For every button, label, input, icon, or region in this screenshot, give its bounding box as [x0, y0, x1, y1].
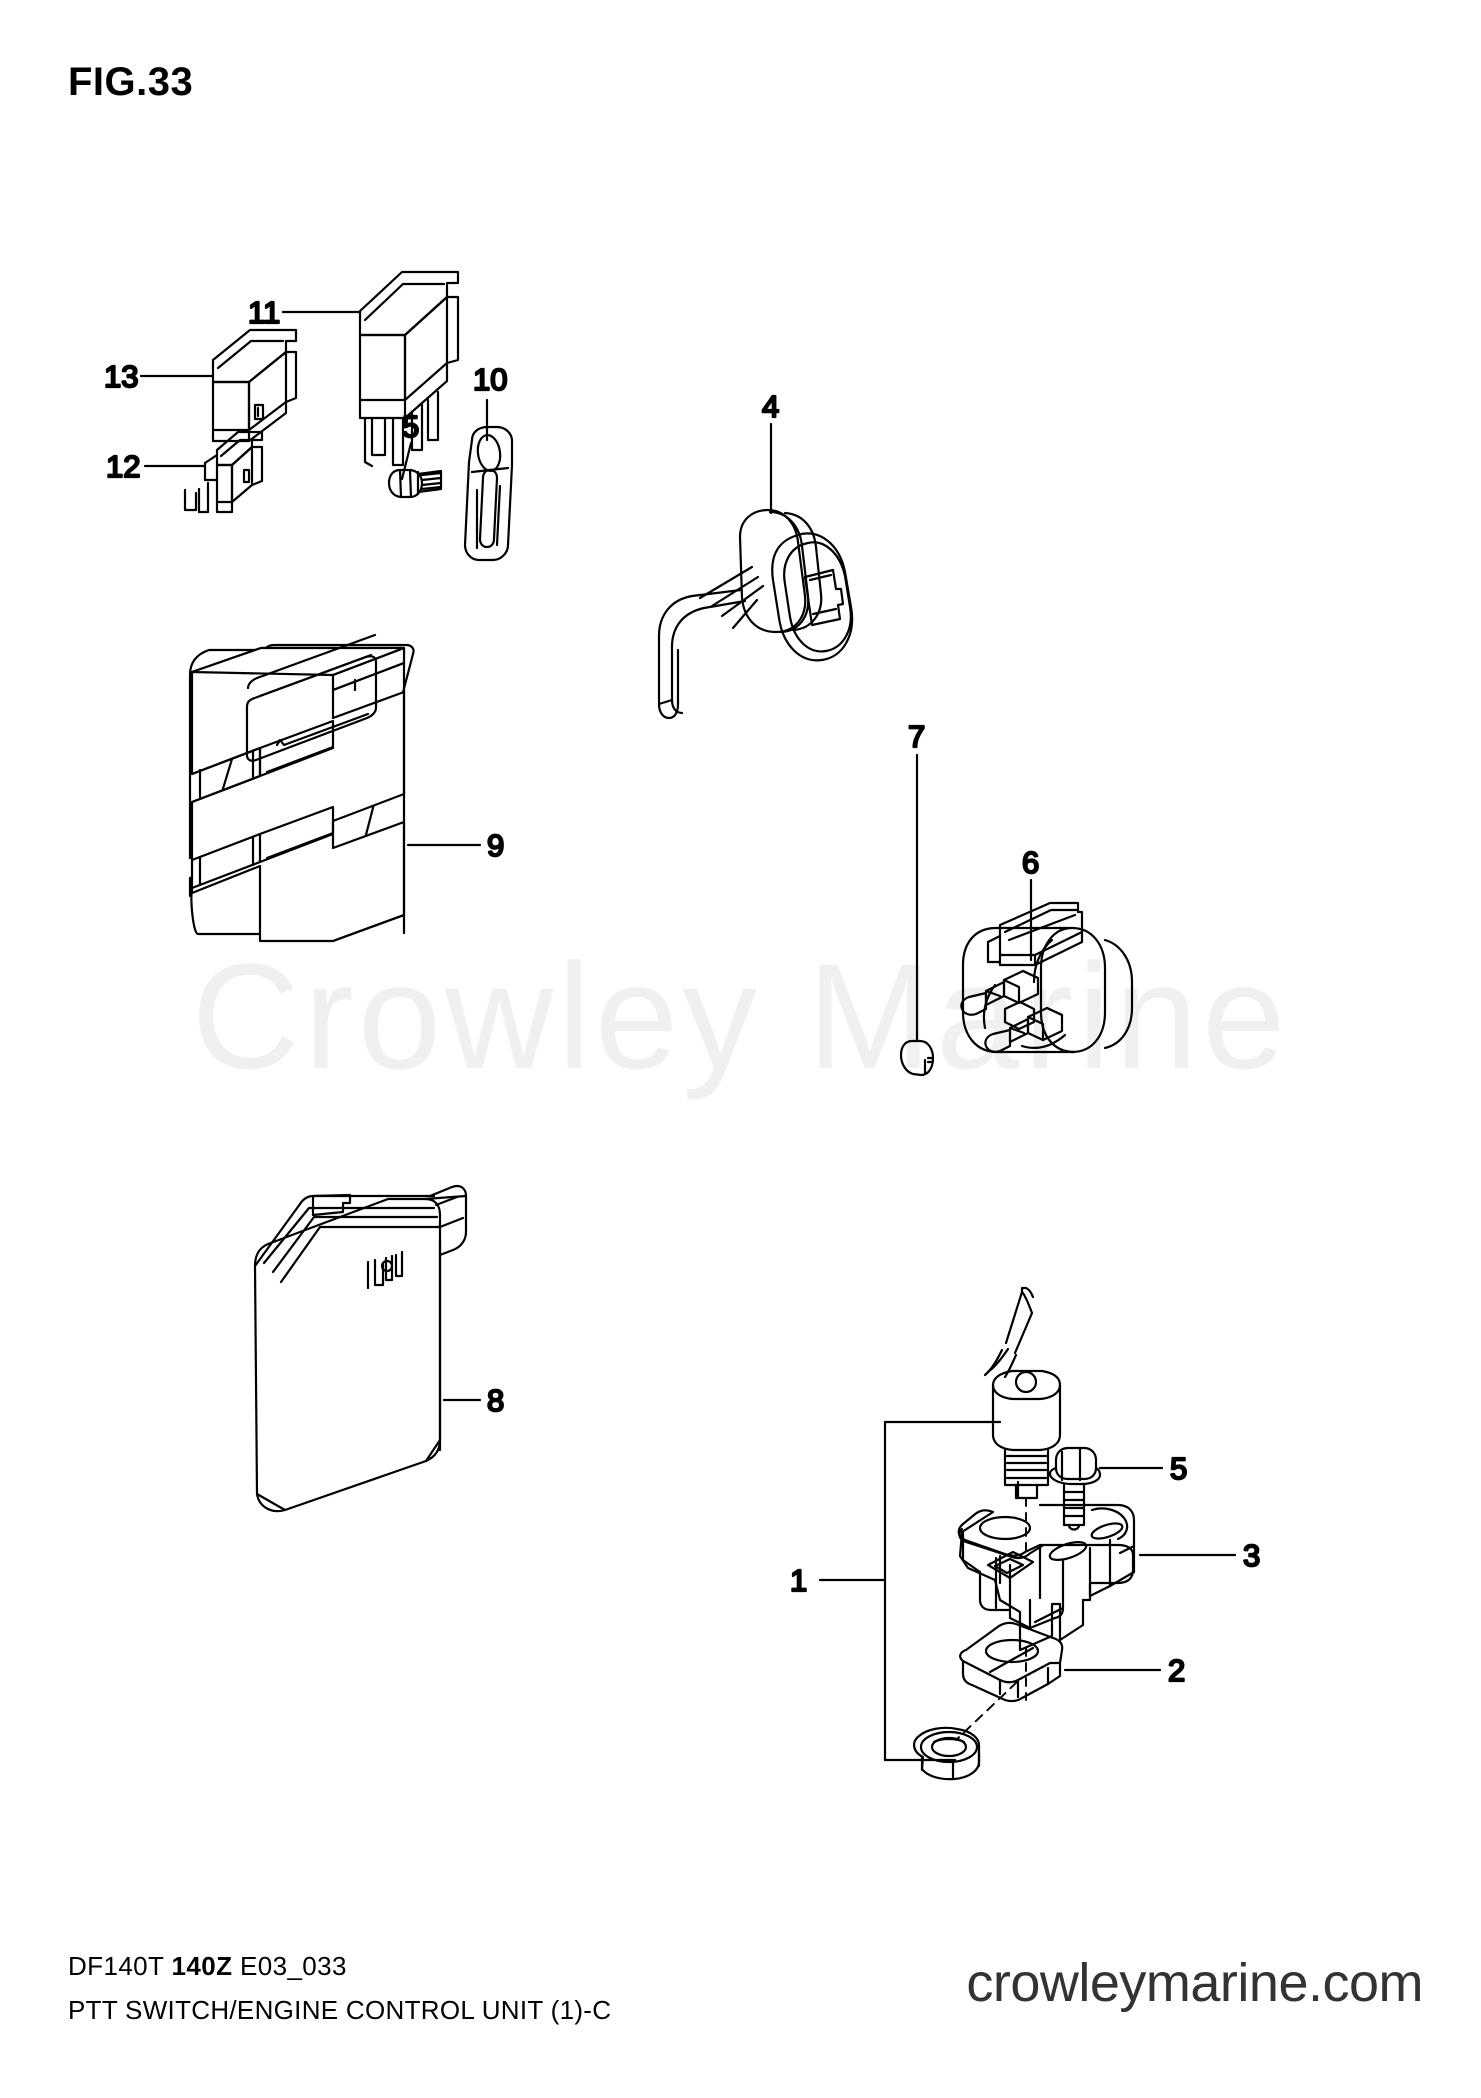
callout-label-6: 6 [1022, 845, 1039, 880]
page-title: FIG.33 [68, 60, 194, 104]
part-relay-small [143, 430, 264, 514]
callout-label-13: 13 [104, 359, 138, 394]
callout-label-2: 2 [1168, 1653, 1185, 1688]
footer-caption: PTT SWITCH/ENGINE CONTROL UNIT (1)-C [68, 1995, 612, 2025]
footer-model-suffix: E03_033 [232, 1951, 347, 1981]
callout-label-7: 7 [908, 719, 925, 754]
part-terminal-connector [960, 878, 1134, 1054]
part-ignition-switch [657, 422, 854, 720]
part-ptt-switch [818, 1286, 1062, 1762]
part-terminal-cap [899, 753, 935, 1077]
part-clamp-bracket [463, 398, 514, 562]
site-logo[interactable]: crowleymarine.com [966, 1953, 1423, 2013]
callout-label-1: 1 [790, 1563, 807, 1598]
part-switch-plate [959, 1621, 1162, 1703]
callout-label-11: 11 [248, 295, 280, 330]
part-engine-control-unit [253, 1184, 482, 1513]
part-ecu-holder-bracket [188, 633, 482, 943]
callout-label-4: 4 [762, 389, 779, 424]
part-relay-medium [139, 328, 298, 443]
footer-model-code: DF140T 140Z E03_033 [68, 1951, 347, 1982]
callout-label-9: 9 [487, 828, 504, 863]
part-relay-large [281, 270, 460, 468]
part-switch-bracket [957, 1503, 1237, 1652]
callout-label-5-upper: 5 [402, 409, 419, 444]
callout-label-10: 10 [473, 362, 507, 397]
callout-label-12: 12 [106, 449, 140, 484]
footer-model-bold: 140Z [171, 1951, 233, 1981]
callout-label-5-lower: 5 [1170, 1451, 1187, 1486]
callout-label-8: 8 [487, 1383, 504, 1418]
footer-model-prefix: DF140T [68, 1951, 172, 1981]
part-flange-bolt-lower [1048, 1446, 1164, 1531]
part-flange-bolt-upper [387, 441, 443, 499]
callout-label-3: 3 [1243, 1538, 1260, 1573]
part-lock-nut [913, 1681, 1018, 1781]
